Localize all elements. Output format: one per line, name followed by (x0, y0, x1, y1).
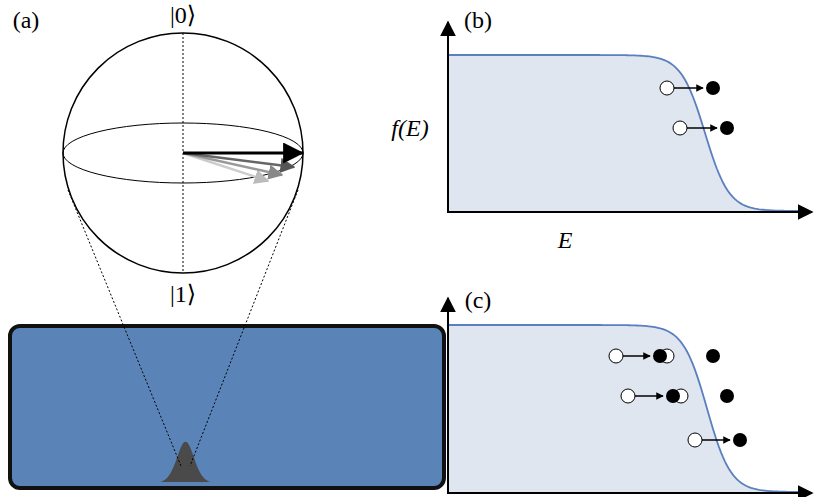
hole (688, 433, 702, 447)
panel-label: (a) (13, 8, 40, 32)
wavepacket-peak (160, 442, 211, 482)
occupation-fill (449, 325, 800, 492)
panel-label: (b) (464, 8, 492, 32)
excitation-arrow (623, 355, 650, 357)
fermi-plots (449, 55, 800, 492)
state-label: |1⟩ (170, 282, 196, 306)
axis-label: f(E) (391, 116, 428, 140)
electron (706, 349, 720, 363)
quasiparticle-excitations (660, 81, 734, 135)
electron (720, 389, 734, 403)
occupation-fill (449, 55, 800, 211)
x-axis (447, 492, 812, 494)
sample-rect (10, 326, 444, 488)
state-vector (183, 152, 302, 155)
hole (621, 389, 635, 403)
state-label: |0⟩ (170, 3, 196, 27)
electron (733, 433, 747, 447)
hole (609, 349, 623, 363)
quasiparticle-excitations (609, 349, 747, 447)
fermi-curve (449, 325, 799, 492)
hole (660, 81, 674, 95)
panel-label: (c) (465, 288, 492, 312)
y-axis (447, 22, 449, 212)
electron (653, 349, 667, 363)
y-axis (447, 298, 449, 493)
x-axis (447, 211, 812, 213)
excitation-arrow (702, 439, 730, 441)
electron (666, 389, 680, 403)
axis-label: E (558, 228, 573, 252)
electron (720, 121, 734, 135)
state-vector (183, 153, 294, 167)
hole (673, 121, 687, 135)
excitation-arrow (674, 87, 703, 89)
bloch-sphere (63, 33, 303, 273)
electron (706, 81, 720, 95)
fermi-curve (449, 55, 799, 211)
excitation-arrow (687, 127, 717, 129)
excitation-arrow (635, 395, 663, 397)
